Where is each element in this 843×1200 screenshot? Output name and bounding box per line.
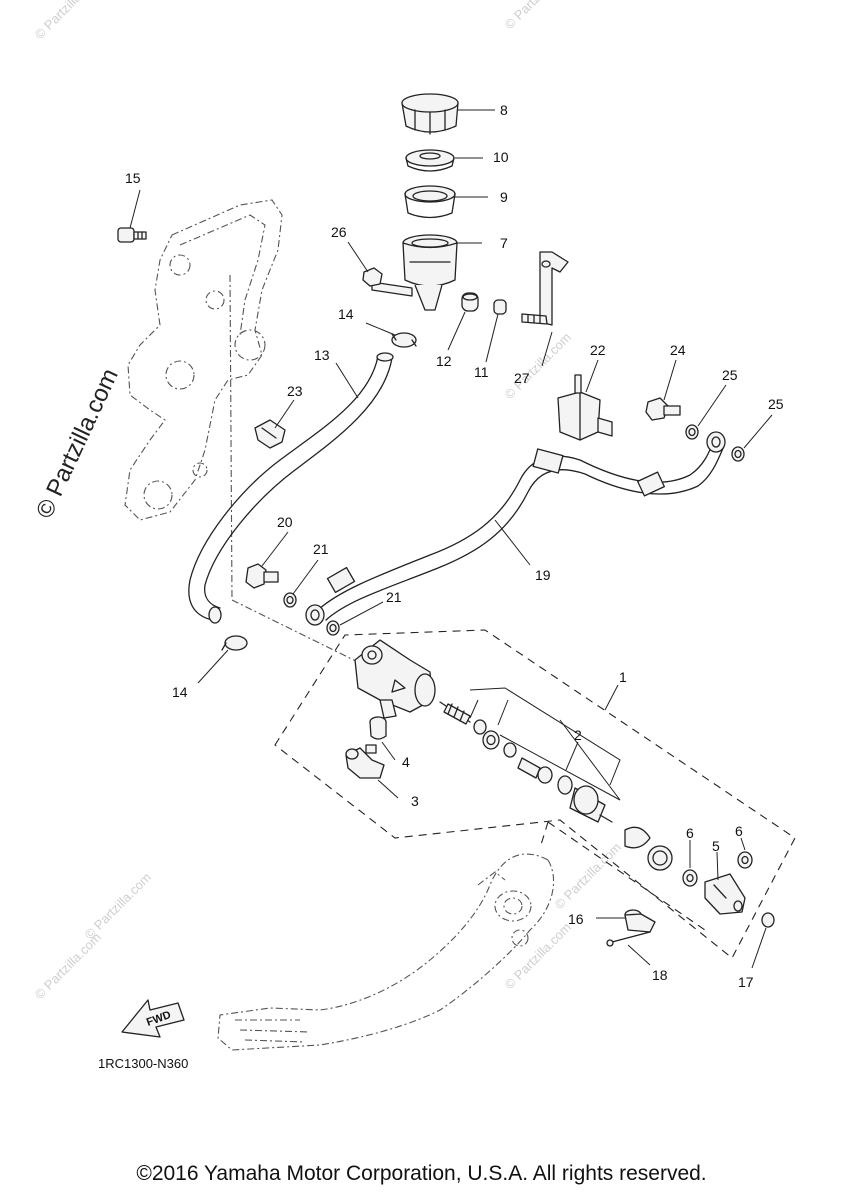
callout-4: 4 — [402, 754, 410, 770]
watermark: © Partzilla.com — [502, 920, 575, 993]
callout-17: 17 — [738, 974, 754, 990]
callout-14: 14 — [338, 306, 354, 322]
callout-12: 12 — [436, 353, 452, 369]
callout-6: 6 — [735, 823, 743, 839]
callout-25: 25 — [722, 367, 738, 383]
elbow-3 — [345, 744, 385, 779]
watermark: © Partzilla.com — [502, 330, 575, 403]
callout-24: 24 — [670, 342, 686, 358]
callout-13: 13 — [314, 347, 330, 363]
cylinder-kit-2 — [439, 701, 673, 871]
collar-11 — [493, 299, 507, 315]
watermark-main: © Partzilla.com — [31, 365, 124, 523]
brake-switch-22 — [557, 374, 613, 441]
callout-6: 6 — [686, 825, 694, 841]
copyright-notice: ©2016 Yamaha Motor Corporation, U.S.A. A… — [136, 1162, 707, 1185]
callout-7: 7 — [500, 235, 508, 251]
kit-outline — [274, 629, 796, 959]
brake-pedal-outline — [217, 853, 555, 1051]
bracket-27 — [521, 251, 569, 326]
fwd-arrow-icon: FWD — [121, 999, 185, 1038]
callout-8: 8 — [500, 102, 508, 118]
collar-6b — [737, 851, 753, 869]
cotter-pin-18 — [606, 931, 651, 947]
washer-21a — [283, 592, 297, 608]
pin-16 — [624, 909, 656, 933]
callout-26: 26 — [331, 224, 347, 240]
watermark: © Partzilla.com — [502, 0, 575, 32]
reservoir-hose-13 — [188, 352, 394, 624]
banjo-bolt-20 — [245, 563, 279, 589]
hose-clip-14-upper — [391, 332, 417, 348]
banjo-bolt-24 — [645, 397, 681, 421]
washer-25a — [685, 424, 699, 440]
master-cylinder — [354, 639, 436, 719]
callout-11: 11 — [474, 364, 489, 380]
callout-9: 9 — [500, 189, 508, 205]
callout-5: 5 — [712, 838, 720, 854]
callout-labels: 1 2 3 4 5 6 6 7 8 9 10 11 12 13 14 14 15… — [125, 102, 784, 990]
clamp-23 — [254, 419, 286, 449]
callout-25: 25 — [768, 396, 784, 412]
callout-27: 27 — [514, 370, 530, 386]
callout-2: 2 — [574, 727, 582, 743]
callout-21: 21 — [313, 541, 329, 557]
grommet-12 — [461, 292, 479, 312]
callout-1: 1 — [619, 669, 627, 685]
callout-19: 19 — [535, 567, 551, 583]
frame-bracket-outline — [124, 199, 371, 669]
washer-25b — [731, 446, 745, 462]
grommet-4 — [369, 716, 387, 740]
diagram-code: 1RC1300-N360 — [98, 1056, 188, 1071]
reservoir-assembly — [362, 93, 459, 311]
callout-10: 10 — [493, 149, 509, 165]
bolt-15 — [117, 227, 147, 243]
watermark: © Partzilla.com — [32, 0, 105, 42]
callout-18: 18 — [652, 967, 668, 983]
watermark-group: © Partzilla.com © Partzilla.com © Partzi… — [31, 0, 624, 1002]
watermark: © Partzilla.com — [552, 840, 625, 913]
callout-20: 20 — [277, 514, 293, 530]
callout-23: 23 — [287, 383, 303, 399]
watermark: © Partzilla.com — [32, 930, 105, 1003]
callout-21: 21 — [386, 589, 402, 605]
collar-6a — [682, 869, 698, 887]
brake-hose-19 — [305, 431, 726, 626]
leader-lines — [129, 109, 773, 969]
clevis-5 — [704, 873, 746, 915]
callout-14: 14 — [172, 684, 188, 700]
pedal-link-outline — [539, 821, 706, 931]
washer-17 — [761, 912, 775, 928]
callout-22: 22 — [590, 342, 606, 358]
washer-21b — [326, 620, 340, 636]
callout-3: 3 — [411, 793, 419, 809]
hose-clip-14-lower — [221, 635, 248, 651]
callout-15: 15 — [125, 170, 141, 186]
callout-16: 16 — [568, 911, 584, 927]
